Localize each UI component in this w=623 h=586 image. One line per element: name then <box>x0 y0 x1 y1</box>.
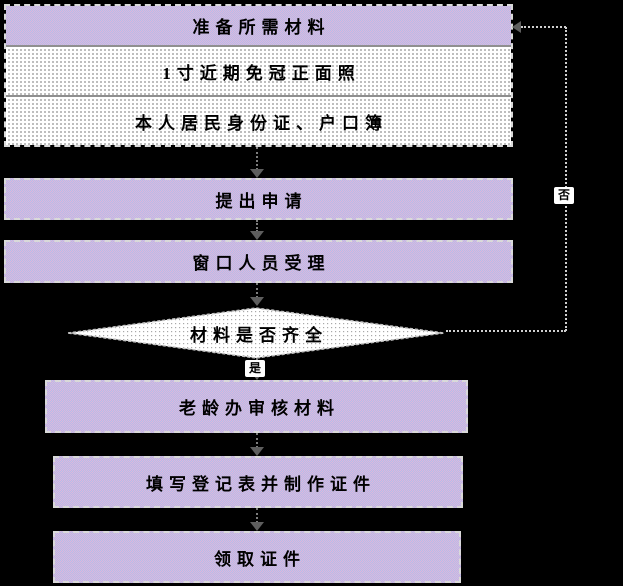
node-review-materials: 老龄办审核材料 <box>45 380 468 433</box>
arrow-down-3-head <box>250 297 264 306</box>
node-submit-application: 提出申请 <box>4 178 513 220</box>
arrow-down-1-line <box>256 147 258 170</box>
node-fill-form: 填写登记表并制作证件 <box>53 456 463 508</box>
node-review-materials-label: 老龄办审核材料 <box>179 399 340 418</box>
node-prepare-materials-label: 准备所需材料 <box>192 18 331 37</box>
return-connector-arrowhead <box>512 21 521 33</box>
arrow-down-1-head <box>250 169 264 178</box>
return-connector-top <box>521 26 566 28</box>
node-idcard-requirement-label: 本人居民身份证、户口簿 <box>135 113 388 133</box>
node-window-acceptance-label: 窗口人员受理 <box>192 254 331 273</box>
node-fill-form-label: 填写登记表并制作证件 <box>146 474 376 494</box>
node-receive-certificate-label: 领取证件 <box>214 549 306 569</box>
node-submit-application-label: 提出申请 <box>215 191 308 211</box>
node-window-acceptance: 窗口人员受理 <box>4 240 513 283</box>
return-connector-bottom <box>446 330 566 332</box>
arrow-down-6-line <box>256 508 258 523</box>
node-prepare-materials-group: 准备所需材料 1寸近期免冠正面照 本人居民身份证、户口簿 <box>4 4 513 147</box>
decision-label: 材料是否齐全 <box>190 325 328 345</box>
arrow-down-6-head <box>250 522 264 531</box>
node-receive-certificate: 领取证件 <box>53 531 461 583</box>
arrow-down-3-line <box>256 283 258 298</box>
yes-edge-label: 是 <box>245 360 266 377</box>
node-idcard-requirement: 本人居民身份证、户口簿 <box>6 95 511 145</box>
node-prepare-materials: 准备所需材料 <box>6 6 511 45</box>
return-connector-right <box>565 27 567 331</box>
arrow-down-2-line <box>256 220 258 232</box>
node-photo-requirement-label: 1寸近期免冠正面照 <box>162 63 361 83</box>
arrow-down-5-line <box>256 433 258 448</box>
node-photo-requirement: 1寸近期免冠正面照 <box>6 45 511 95</box>
no-edge-label: 否 <box>554 187 575 204</box>
arrow-down-5-head <box>250 447 264 456</box>
decision-diamond <box>67 307 445 359</box>
arrow-down-2-head <box>250 231 264 240</box>
